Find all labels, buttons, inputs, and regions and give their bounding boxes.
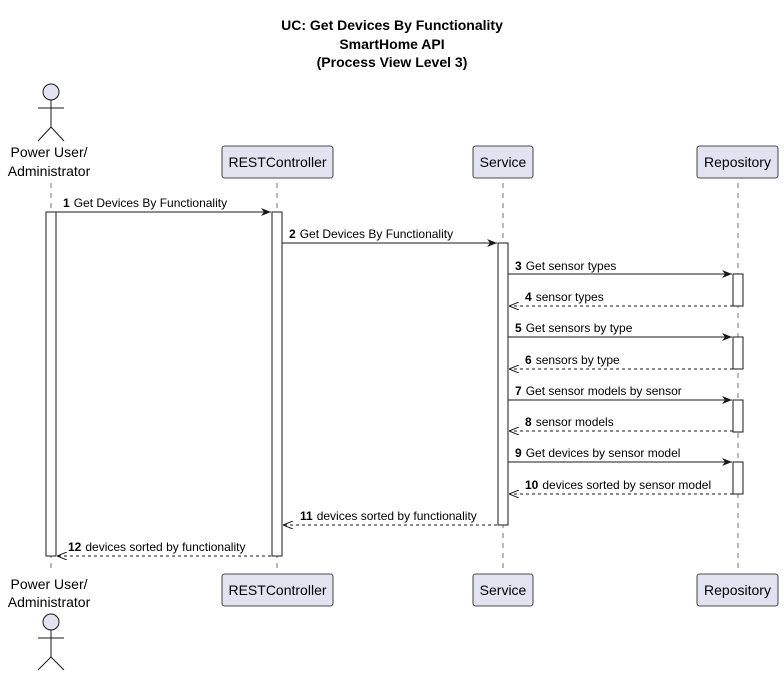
participant-controller-bottom: RESTController xyxy=(221,573,334,607)
actor-bottom: Power User/ Administrator xyxy=(8,576,91,671)
msg-4: 4 sensor types xyxy=(509,290,733,306)
actor-label-line-1: Power User/ xyxy=(10,576,87,592)
message-number: 11 xyxy=(300,509,313,523)
message-number: 7 xyxy=(515,384,522,398)
message-text: sensor types xyxy=(536,290,604,304)
actor-label-line-1: Power User/ xyxy=(10,144,87,160)
participant-label: RESTController xyxy=(228,154,326,170)
participant-label: Repository xyxy=(704,582,771,598)
msg-7: 7 Get sensor models by sensor xyxy=(508,384,732,404)
msg-6: 6 sensors by type xyxy=(509,353,733,369)
participant-controller-top: RESTController xyxy=(221,145,334,179)
actor-icon xyxy=(37,613,65,671)
actor-label-line-2: Administrator xyxy=(8,163,91,179)
msg-3: 3 Get sensor types xyxy=(508,259,732,278)
participant-service-bottom: Service xyxy=(472,573,534,607)
message-text: sensors by type xyxy=(536,353,620,367)
message-text: Get sensor models by sensor xyxy=(526,384,682,398)
message-text: Get devices by sensor model xyxy=(526,446,681,460)
activation-repository-4 xyxy=(732,461,744,495)
activation-repository-1 xyxy=(732,273,744,307)
activation-repository-3 xyxy=(732,399,744,433)
message-number: 5 xyxy=(515,321,522,335)
participant-label: Service xyxy=(480,154,527,170)
msg-8: 8 sensor models xyxy=(509,415,733,431)
title-line-1: UC: Get Devices By Functionality xyxy=(281,17,503,33)
activation-repository-2 xyxy=(732,336,744,370)
actor-label-line-2: Administrator xyxy=(8,594,91,610)
msg-2: 2 Get Devices By Functionality xyxy=(282,227,497,247)
msg-11: 11 devices sorted by functionality xyxy=(283,509,497,525)
activation-actor xyxy=(45,211,57,557)
actor-top: Power User/ Administrator xyxy=(8,83,91,179)
message-text: devices sorted by sensor model xyxy=(542,478,711,492)
participant-repository-bottom: Repository xyxy=(696,573,779,607)
title-line-3: (Process View Level 3) xyxy=(317,54,468,70)
message-number: 8 xyxy=(525,415,532,429)
message-text: Get Devices By Functionality xyxy=(74,196,227,210)
actor-icon xyxy=(37,83,65,142)
message-text: Get Devices By Functionality xyxy=(300,227,453,241)
participant-service-top: Service xyxy=(472,145,534,179)
message-number: 4 xyxy=(525,290,532,304)
message-number: 2 xyxy=(289,227,296,241)
msg-9: 9 Get devices by sensor model xyxy=(508,446,732,466)
message-text: devices sorted by functionality xyxy=(85,540,245,554)
participant-label: RESTController xyxy=(228,582,326,598)
message-text: Get sensors by type xyxy=(526,321,633,335)
message-number: 1 xyxy=(63,196,70,210)
activation-controller xyxy=(271,211,283,557)
participant-label: Repository xyxy=(704,154,771,170)
message-number: 10 xyxy=(525,478,539,492)
title-line-2: SmartHome API xyxy=(339,36,444,52)
message-text: Get sensor types xyxy=(526,259,617,273)
msg-1: 1 Get Devices By Functionality xyxy=(56,196,271,216)
participant-label: Service xyxy=(480,582,527,598)
participant-repository-top: Repository xyxy=(696,145,779,179)
msg-5: 5 Get sensors by type xyxy=(508,321,732,341)
message-number: 3 xyxy=(515,259,522,273)
message-text: sensor models xyxy=(536,415,614,429)
message-number: 12 xyxy=(68,540,82,554)
message-text: devices sorted by functionality xyxy=(317,509,477,523)
message-number: 9 xyxy=(515,446,522,460)
message-number: 6 xyxy=(525,353,532,367)
diagram-title: UC: Get Devices By Functionality SmartHo… xyxy=(281,17,503,70)
activation-service xyxy=(497,242,509,526)
